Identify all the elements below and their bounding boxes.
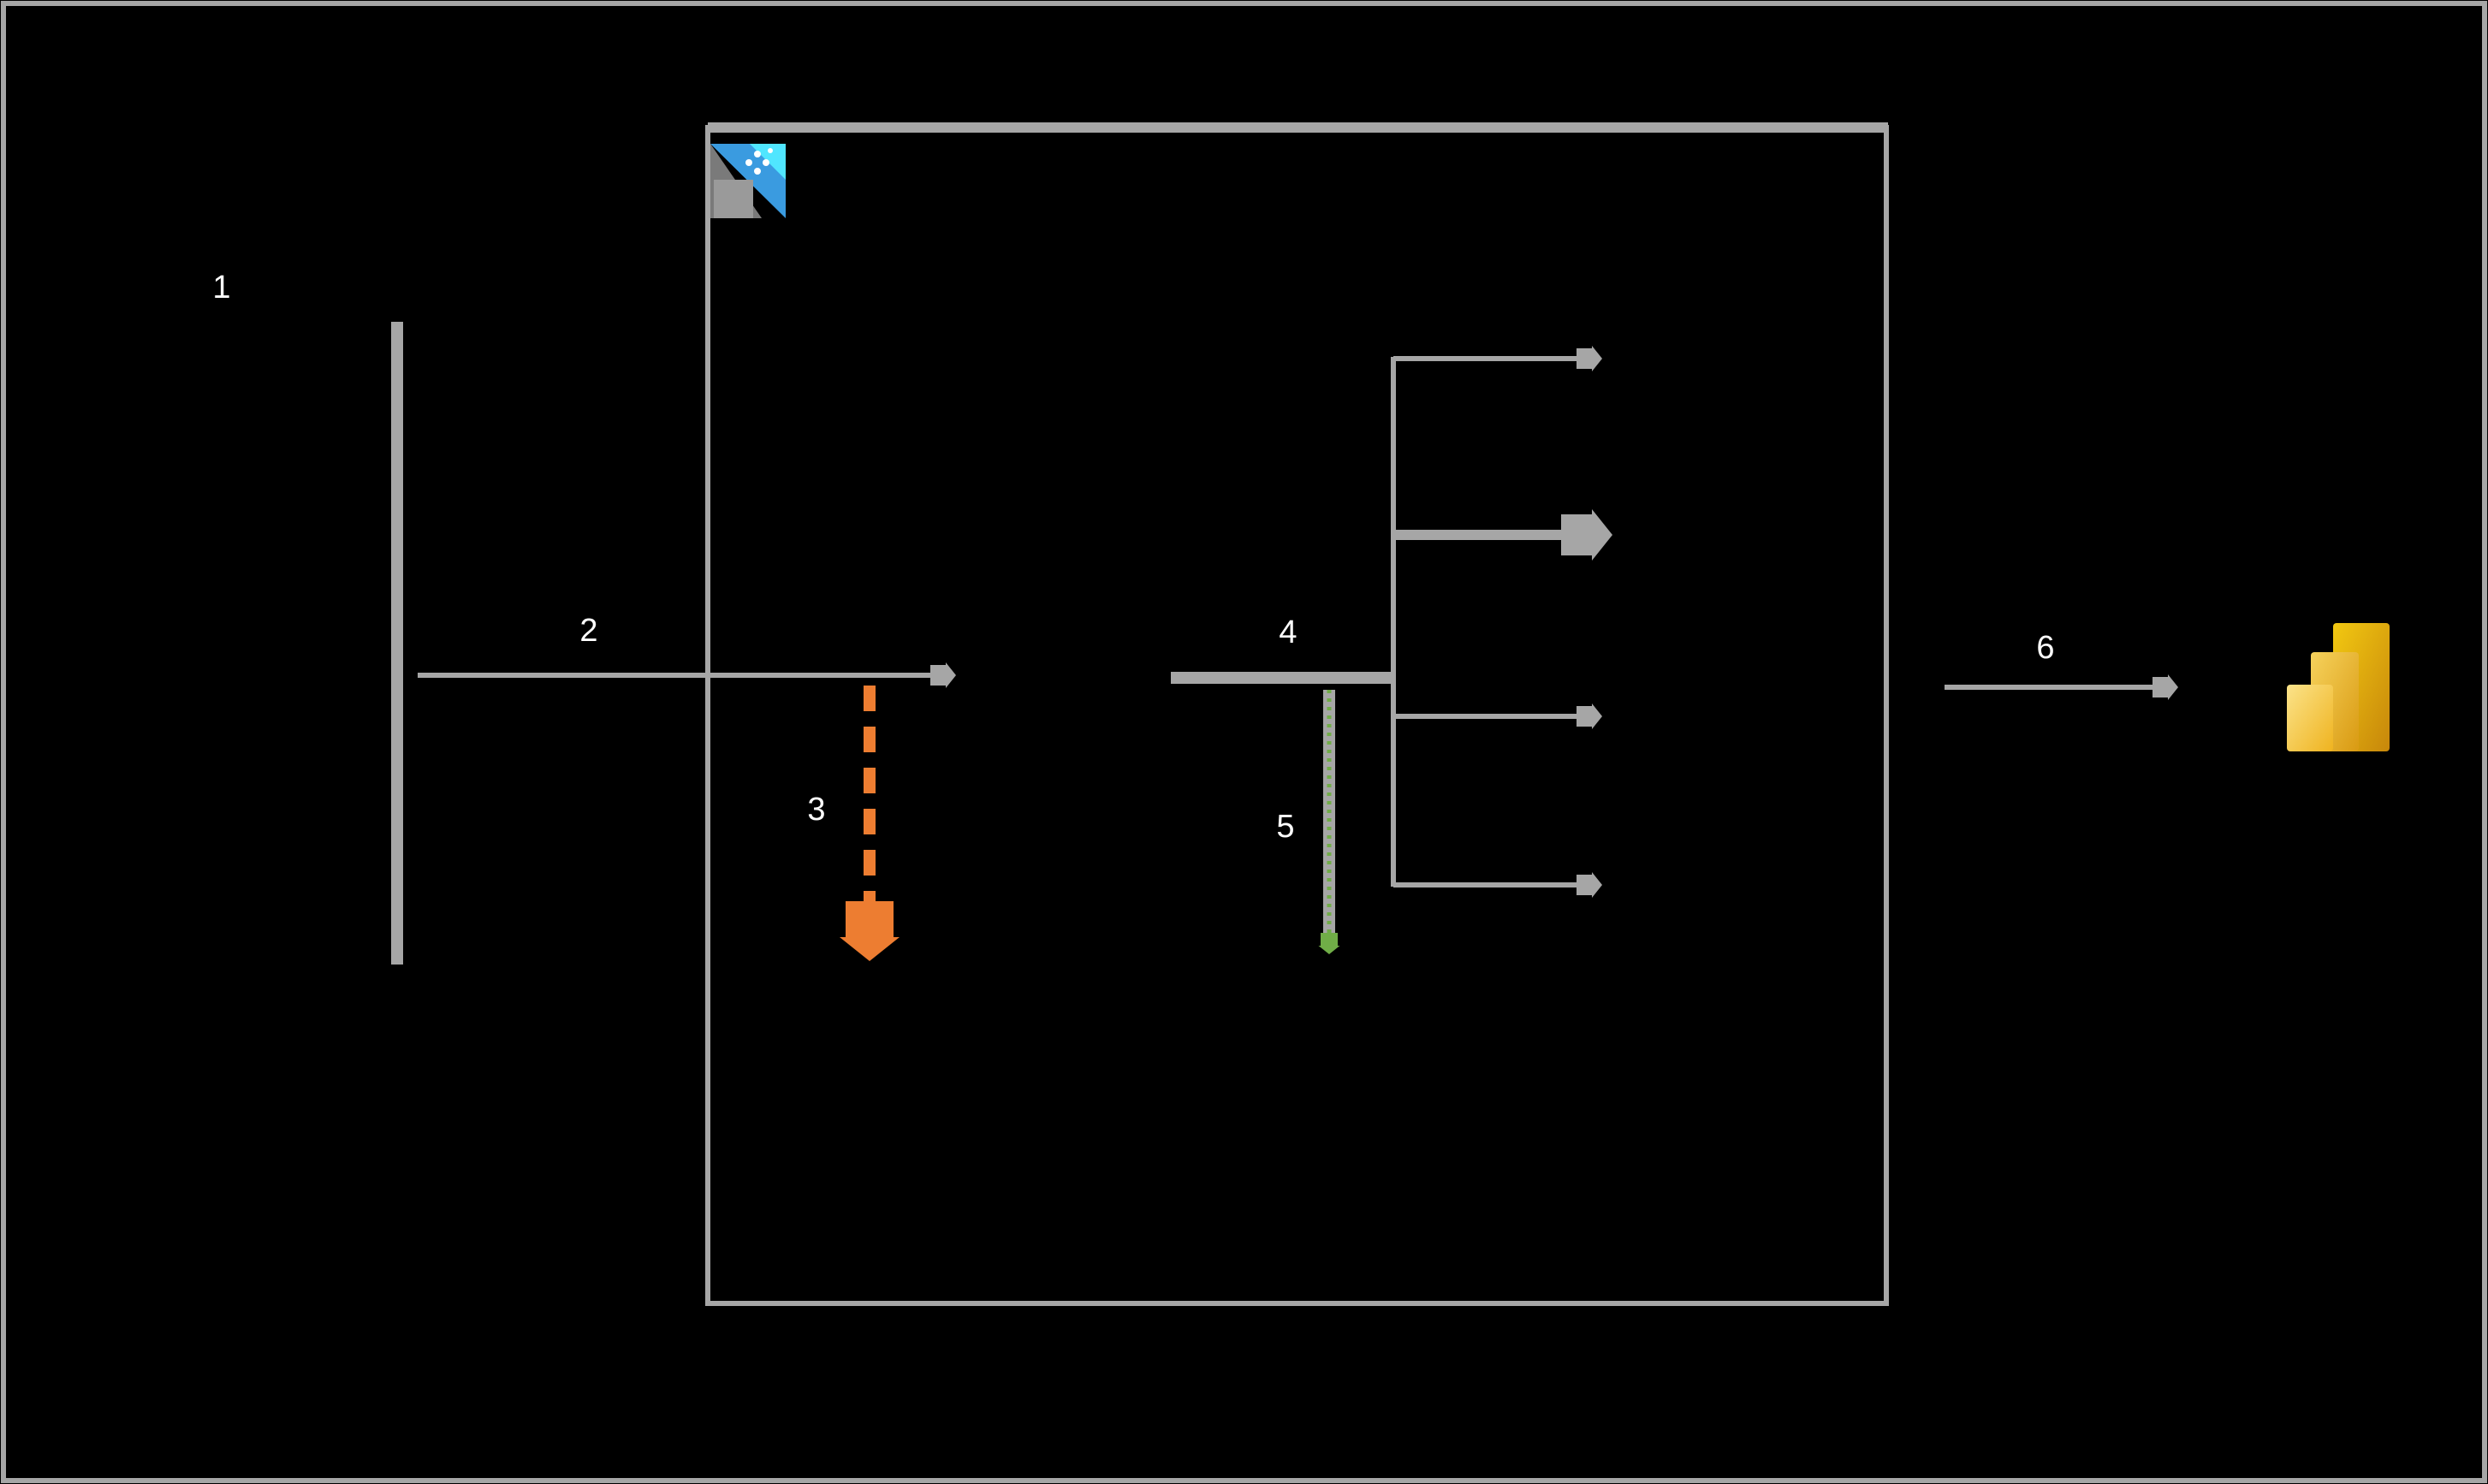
step-label-2: 2 xyxy=(579,613,598,649)
power-bi-icon xyxy=(2287,623,2390,751)
step-label-4: 4 xyxy=(1279,614,1297,650)
step-label-5: 5 xyxy=(1276,809,1295,845)
step-label-3: 3 xyxy=(807,792,826,828)
step-label-1: 1 xyxy=(212,270,231,306)
azure-service-icon xyxy=(710,144,786,218)
container-frame xyxy=(705,125,1889,1306)
step-label-6: 6 xyxy=(2036,630,2055,666)
